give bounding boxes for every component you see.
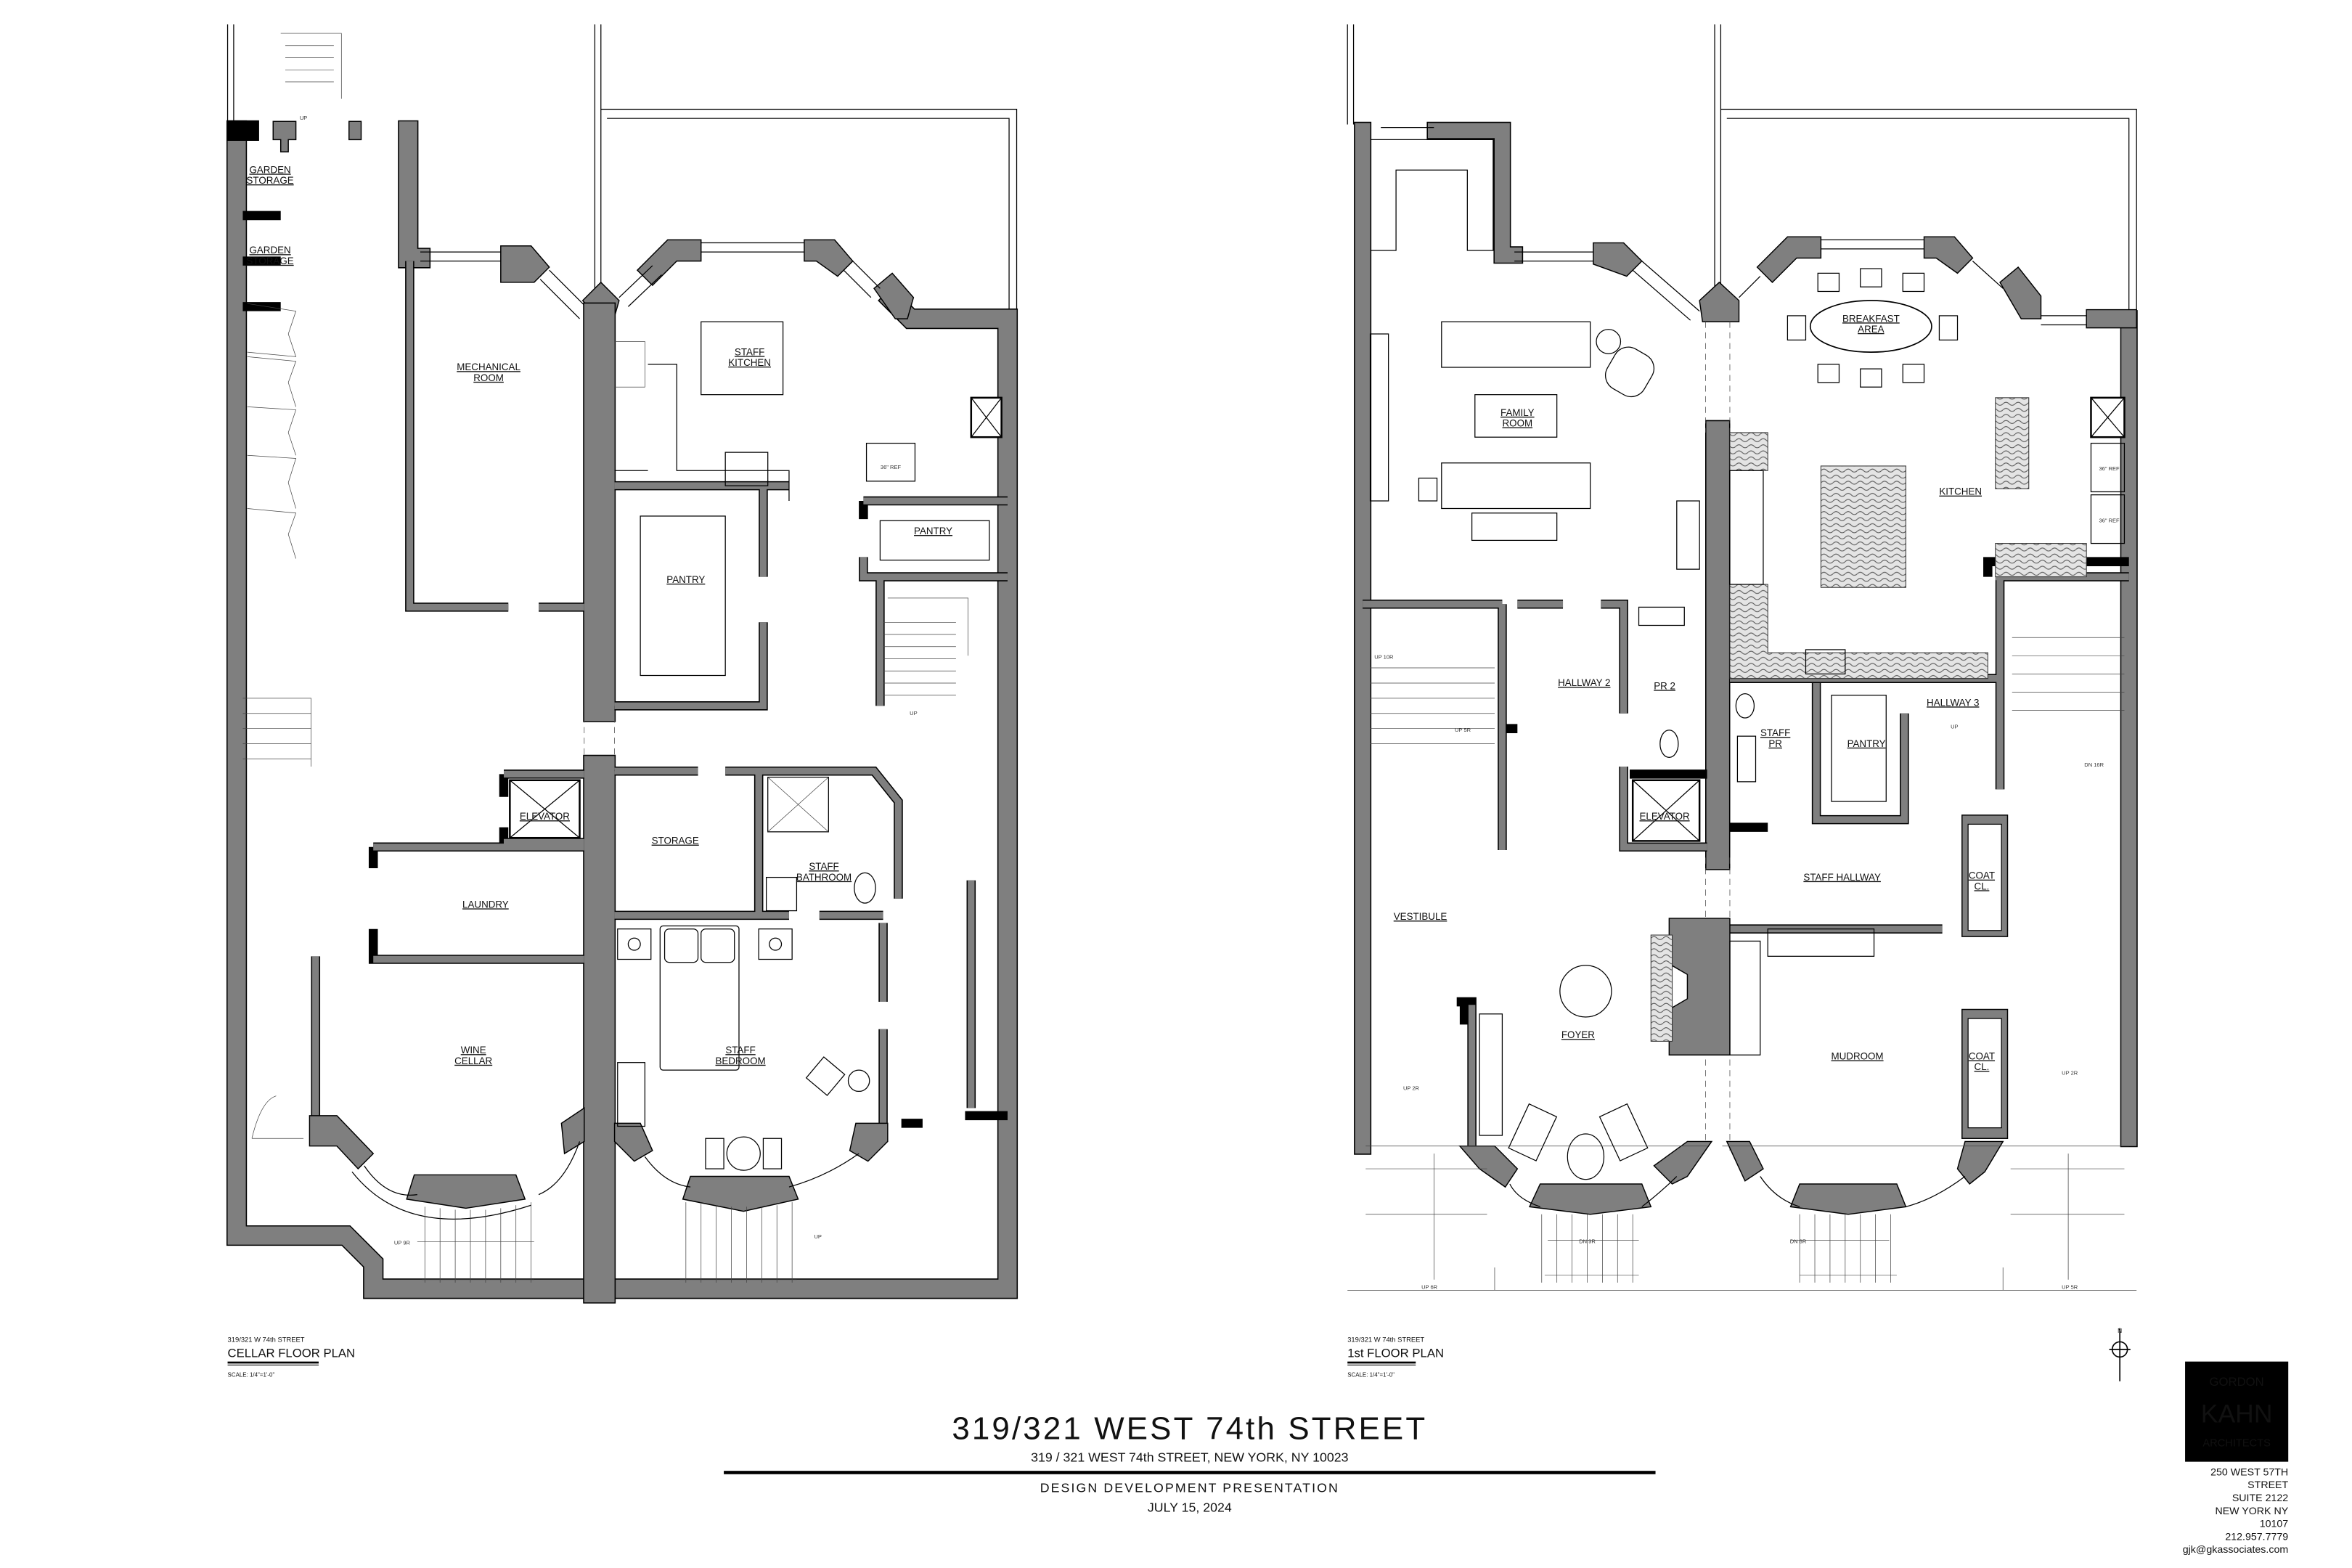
label-staff-kitchen: STAFF xyxy=(735,346,764,357)
label-elevator: ELEVATOR xyxy=(1640,811,1690,822)
note-ref-2: 36" REF xyxy=(2099,517,2120,523)
label-wine-cellar: WINE xyxy=(461,1045,486,1055)
label-garden-storage-2: GARDEN xyxy=(249,245,290,256)
cellar-title-name: CELLAR FLOOR PLAN xyxy=(228,1346,356,1360)
note-up-garden: UP xyxy=(300,115,307,121)
label-coat-closet-1: COAT xyxy=(1969,870,1995,881)
label-elevator: ELEVATOR xyxy=(520,811,570,822)
label-family-room: FAMILY xyxy=(1500,407,1535,418)
first-floor-walls xyxy=(1354,121,2138,1215)
project-address: 319 / 321 WEST 74th STREET, NEW YORK, NY… xyxy=(1031,1450,1348,1465)
label-kitchen: KITCHEN xyxy=(1939,486,1982,497)
note-dn-9r: DN 9R xyxy=(1579,1238,1596,1245)
cellar-title-scale: SCALE: 1/4"=1'-0" xyxy=(228,1372,275,1379)
firm-address-line: 10107 xyxy=(2260,1519,2289,1530)
label-vestibule: VESTIBULE xyxy=(1394,911,1447,922)
label-pantry-left: PANTRY xyxy=(666,574,705,585)
firm-address-line: STREET xyxy=(2247,1479,2288,1491)
title-divider xyxy=(724,1471,1656,1474)
kitchen-island xyxy=(1820,465,1906,588)
cellar-title-address: 319/321 W 74th STREET xyxy=(228,1335,305,1343)
cellar-floor-plan: GARDEN STORAGE GARDEN STORAGE MECHANICAL… xyxy=(226,24,1018,1304)
label-mechanical-room: MECHANICAL xyxy=(457,362,520,372)
label-breakfast-area-line2: AREA xyxy=(1858,324,1884,335)
firm-address-line: NEW YORK NY xyxy=(2215,1506,2288,1517)
label-staff-kitchen-line2: KITCHEN xyxy=(728,357,771,368)
logo-gordon: GORDON xyxy=(2210,1375,2264,1389)
note-up: UP xyxy=(1951,724,1958,730)
note-up-front: UP xyxy=(814,1233,821,1240)
note-up-10r: UP 10R xyxy=(1374,653,1394,660)
note-up-6r: UP 6R xyxy=(1421,1283,1438,1290)
label-pantry-right: PANTRY xyxy=(914,526,952,536)
fireplace-hearth xyxy=(1650,934,1673,1042)
label-staff-bedroom: STAFF xyxy=(725,1045,755,1055)
note-dn-8r: DN 8R xyxy=(1790,1238,1807,1245)
note-up-5r-front: UP 5R xyxy=(2062,1283,2078,1290)
first-floor-room-labels: FAMILY ROOM BREAKFAST AREA KITCHEN HALLW… xyxy=(1374,313,2120,1290)
cellar-plan-title: 319/321 W 74th STREET CELLAR FLOOR PLAN … xyxy=(227,1335,356,1379)
label-staff-bathroom: STAFF xyxy=(809,861,838,872)
label-wine-cellar-line2: CELLAR xyxy=(454,1055,492,1066)
note-up-9r: UP 9R xyxy=(394,1240,411,1246)
label-hallway-3: HALLWAY 3 xyxy=(1927,697,1979,708)
firm-address-line: 250 WEST 57TH xyxy=(2210,1466,2288,1478)
label-family-room-line2: ROOM xyxy=(1503,418,1533,429)
label-hallway-2: HALLWAY 2 xyxy=(1558,677,1610,688)
label-pr-2: PR 2 xyxy=(1654,680,1675,691)
note-dn-16r: DN 16R xyxy=(2084,761,2104,768)
label-mechanical-room-line2: ROOM xyxy=(473,372,504,383)
sheet-title-block: 319/321 WEST 74th STREET 319 / 321 WEST … xyxy=(724,1410,1656,1515)
label-storage: STORAGE xyxy=(652,836,699,846)
first-floor-plan: FAMILY ROOM BREAKFAST AREA KITCHEN HALLW… xyxy=(1347,24,2138,1291)
label-staff-pr-line2: PR xyxy=(1768,738,1782,749)
firm-logo: GORDON KAHN ARCHITECTS xyxy=(2185,1361,2289,1462)
cellar-room-labels: GARDEN STORAGE GARDEN STORAGE MECHANICAL… xyxy=(246,115,952,1246)
label-pantry: PANTRY xyxy=(1847,738,1886,749)
cellar-walls xyxy=(226,120,1018,1304)
label-staff-hallway: STAFF HALLWAY xyxy=(1803,872,1881,883)
label-laundry: LAUNDRY xyxy=(462,899,509,910)
label-breakfast-area: BREAKFAST xyxy=(1842,313,1900,324)
note-up-5r: UP 5R xyxy=(1455,727,1471,733)
label-staff-bedroom-line2: BEDROOM xyxy=(716,1055,766,1066)
logo-architects: ARCHITECTS xyxy=(2202,1438,2271,1450)
logo-kahn: KAHN xyxy=(2201,1399,2273,1428)
cellar-fixtures xyxy=(242,33,990,1283)
label-foyer: FOYER xyxy=(1561,1029,1595,1040)
north-label: N xyxy=(2118,1327,2122,1334)
firm-phone: 212.957.7779 xyxy=(2225,1531,2288,1543)
label-garden-storage-1-line2: STORAGE xyxy=(246,175,293,186)
note-up-stair: UP xyxy=(910,710,917,716)
label-garden-storage-2-line2: STORAGE xyxy=(246,256,293,266)
first-floor-fixtures xyxy=(1347,139,2137,1291)
label-mudroom: MUDROOM xyxy=(1832,1051,1884,1062)
label-staff-pr: STAFF xyxy=(1760,727,1790,738)
label-garden-storage-1: GARDEN xyxy=(249,164,290,175)
note-ref-1: 36" REF xyxy=(2099,465,2120,472)
note-ref: 36" REF xyxy=(881,464,902,470)
first-floor-title-name: 1st FLOOR PLAN xyxy=(1347,1346,1444,1360)
note-up-2r-right: UP 2R xyxy=(2062,1069,2078,1076)
label-coat-closet-2: COAT xyxy=(1969,1051,1995,1062)
phase-label: DESIGN DEVELOPMENT PRESENTATION xyxy=(1040,1480,1339,1495)
date-label: JULY 15, 2024 xyxy=(1148,1500,1232,1515)
label-staff-bathroom-line2: BATHROOM xyxy=(796,872,852,883)
label-coat-closet-2-line2: CL. xyxy=(1975,1061,1990,1072)
breakfast-table xyxy=(1809,300,1932,353)
first-floor-title-scale: SCALE: 1/4"=1'-0" xyxy=(1347,1372,1395,1379)
project-title: 319/321 WEST 74th STREET xyxy=(952,1410,1427,1446)
north-arrow-icon: N xyxy=(2109,1327,2131,1381)
firm-address-line: SUITE 2122 xyxy=(2232,1493,2288,1504)
first-floor-title-address: 319/321 W 74th STREET xyxy=(1347,1335,1424,1343)
label-coat-closet-1-line2: CL. xyxy=(1975,881,1990,891)
first-floor-plan-title: 319/321 W 74th STREET 1st FLOOR PLAN SCA… xyxy=(1347,1335,1444,1379)
firm-address: 250 WEST 57TH STREET SUITE 2122 NEW YORK… xyxy=(2183,1466,2289,1556)
firm-email[interactable]: gjk@gkassociates.com xyxy=(2183,1544,2288,1556)
note-up-2r-left: UP 2R xyxy=(1403,1085,1420,1091)
